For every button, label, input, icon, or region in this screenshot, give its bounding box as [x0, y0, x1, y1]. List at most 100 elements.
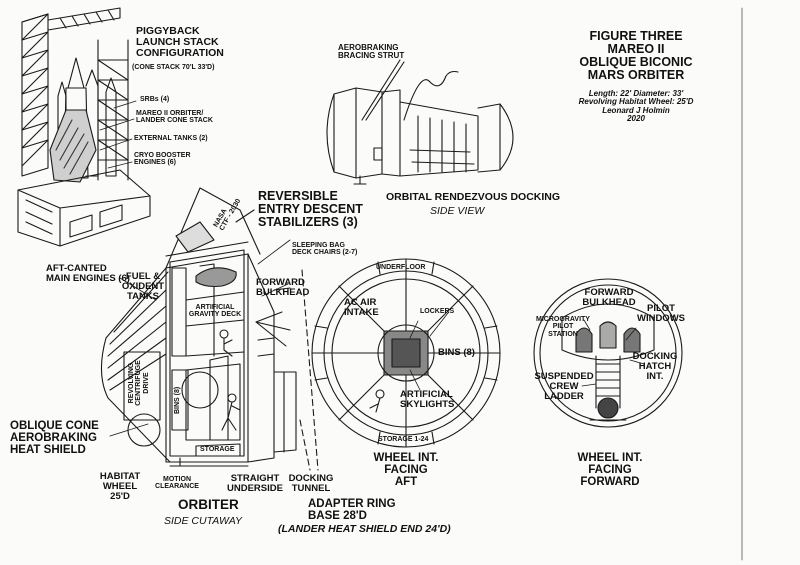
heat-shield-line-2: AEROBRAKING: [10, 432, 97, 445]
revolving-line-3: DRIVE: [142, 372, 150, 394]
motion-line-1: MOTION: [163, 476, 191, 483]
side-view-subtitle: SIDE VIEW: [430, 205, 485, 217]
straight-line-1: STRAIGHT: [230, 473, 280, 484]
aft-engines-line-1: AFT-CANTED: [46, 263, 107, 274]
wheel-forward-drawing: [533, 278, 683, 428]
stabilizers-line-2: ENTRY DESCENT: [258, 202, 363, 217]
motion-clearance-label: MOTION CLEARANCE: [152, 476, 202, 491]
revolving-line-2: CENTRIFUGE: [135, 360, 143, 406]
wf-bulkhead-line-1: FORWARD: [584, 287, 634, 298]
adapter-title: ADAPTER RING BASE 28'D: [308, 498, 396, 522]
stabilizers-line-3: STABILIZERS (3): [258, 215, 358, 230]
habitat-wheel-label: HABITAT WHEEL 25'D: [98, 472, 142, 502]
fuel-label: FUEL & OXIDENT TANKS: [118, 272, 168, 302]
crew-ladder-line-2: CREW: [549, 380, 579, 392]
habitat-wheel-line-2: WHEEL: [102, 480, 138, 492]
stabilizers-label: REVERSIBLE ENTRY DESCENT STABILIZERS (3): [258, 189, 363, 230]
adapter-line-2: BASE 28'D: [308, 510, 367, 523]
orbiter-subtitle: SIDE CUTAWAY: [164, 515, 242, 527]
heat-shield-label: OBLIQUE CONE AEROBRAKING HEAT SHIELD: [10, 420, 99, 456]
crew-ladder-line-3: LADDER: [544, 390, 584, 402]
pilot-windows-label: PILOT WINDOWS: [634, 304, 688, 324]
artificial-gravity-label: ARTIFICIAL GRAVITY DECK: [186, 304, 244, 319]
wheel-aft-title-line-2: FACING: [384, 464, 428, 477]
docking-tunnel-label: DOCKING TUNNEL: [286, 474, 336, 494]
crew-ladder-line-1: SUSPENDED: [534, 371, 594, 382]
docking-hatch-label: DOCKING HATCH INT.: [630, 352, 680, 382]
figure-year: 2020: [627, 114, 645, 124]
motion-line-2: CLEARANCE: [155, 483, 199, 491]
strut-line-1: AEROBRAKING: [338, 43, 399, 52]
forward-bulkhead-line-2: BULKHEAD: [256, 286, 310, 298]
figure-title-line-3: OBLIQUE BICONIC: [579, 55, 693, 70]
ac-air-line-2: INTAKE: [344, 306, 379, 318]
artificial-gravity-line-2: GRAVITY DECK: [188, 311, 242, 319]
figure-title-line-2: MAREO II: [607, 42, 665, 57]
launch-stack-title-line-2: LAUNCH STACK: [136, 36, 219, 49]
side-view-title: ORBITAL RENDEZVOUS DOCKING: [386, 191, 561, 203]
wheel-forward-bulkhead-label: FORWARD BULKHEAD: [580, 288, 638, 308]
pilot-windows-line-2: WINDOWS: [636, 312, 686, 324]
micrograv-line-3: STATION: [548, 330, 578, 338]
docking-hatch-line-3: INT.: [646, 370, 664, 382]
orbiter-stack-line-2: LANDER CONE STACK: [136, 117, 213, 125]
launch-stack-title-line-1: PIGGYBACK: [136, 25, 200, 37]
cryo-line-1: CRYO BOOSTER: [134, 152, 191, 159]
cutaway-bins-label: BINS (8): [174, 386, 181, 414]
figure-author: Leonard J Holmin: [602, 105, 670, 115]
cryo-line-2: ENGINES (6): [134, 159, 177, 167]
heat-shield-line-1: OBLIQUE CONE: [10, 420, 99, 432]
adapter-line-1: ADAPTER RING: [308, 498, 396, 510]
wheel-aft-title-line-3: AFT: [394, 476, 418, 489]
figure-spec-length: Length: 22' Diameter: 33': [588, 89, 684, 98]
fuel-line-2: OXIDENT: [121, 280, 165, 292]
wheel-aft-storage-label: STORAGE 1-24: [378, 436, 429, 443]
lockers-label: LOCKERS: [420, 308, 455, 315]
straight-line-2: UNDERSIDE: [227, 482, 283, 494]
forward-bulkhead-line-1: FORWARD: [256, 277, 305, 288]
cryo-label: CRYO BOOSTER ENGINES (6): [134, 152, 191, 167]
launch-stack-title: PIGGYBACK LAUNCH STACK CONFIGURATION: [136, 25, 224, 60]
figure-spec-wheel: Revolving Habitat Wheel: 25'D: [578, 97, 694, 107]
wf-bulkhead-line-2: BULKHEAD: [582, 296, 636, 308]
side-view-drawing: [326, 59, 514, 185]
crew-ladder-label: SUSPENDED CREW LADDER: [532, 372, 596, 402]
habitat-wheel-line-1: HABITAT: [99, 471, 141, 482]
launch-stack-subtitle: (CONE STACK 70'L 33'D): [132, 64, 215, 71]
revolving-label: REVOLVING CENTRIFUGE DRIVE: [128, 354, 150, 412]
micrograv-line-1: MICROGRAVITY: [536, 316, 590, 323]
sleeping-line-2: DECK CHAIRS (2-7): [292, 249, 358, 257]
figure-title-line-1: FIGURE THREE: [589, 29, 683, 43]
straight-underside-label: STRAIGHT UNDERSIDE: [224, 474, 286, 494]
ac-air-label: AC AIR INTAKE: [344, 298, 379, 318]
wheel-aft-bins-label: BINS (8): [438, 347, 475, 358]
external-tanks-label: EXTERNAL TANKS (2): [134, 135, 208, 142]
wheel-forward-title: WHEEL INT. FACING FORWARD: [560, 452, 660, 488]
figure-title: FIGURE THREE MAREO II OBLIQUE BICONIC MA…: [576, 29, 696, 83]
launch-stack-title-line-3: CONFIGURATION: [136, 47, 224, 60]
skylights-line-1: ARTIFICIAL: [400, 389, 453, 400]
wheel-forward-title-line-2: FACING: [588, 464, 632, 477]
fuel-line-3: TANKS: [126, 290, 160, 302]
orbiter-title: ORBITER: [178, 497, 239, 512]
docking-hatch-line-1: DOCKING: [632, 351, 678, 362]
artificial-gravity-line-1: ARTIFICIAL: [195, 304, 235, 311]
wheel-aft-title: WHEEL INT. FACING AFT: [356, 452, 456, 488]
adapter-subtitle: (LANDER HEAT SHIELD END 24'D): [278, 523, 451, 535]
orbiter-stack-line-1: MAREO II ORBITER/: [136, 110, 204, 117]
aft-engines-label: AFT-CANTED MAIN ENGINES (6): [46, 264, 130, 284]
micrograv-label: MICROGRAVITY PILOT STATION: [532, 316, 594, 338]
heat-shield-line-3: HEAT SHIELD: [10, 444, 86, 457]
cutaway-storage-label: STORAGE: [200, 446, 235, 453]
wheel-forward-title-line-1: WHEEL INT.: [577, 452, 643, 464]
micrograv-line-2: PILOT: [552, 323, 574, 331]
stabilizers-line-1: REVERSIBLE: [258, 189, 338, 203]
launch-stack-drawing: [17, 7, 151, 247]
cutaway-orbiter-drawing: [100, 187, 319, 471]
figure-title-line-4: MARS ORBITER: [587, 68, 685, 83]
docking-tunnel-line-1: DOCKING: [288, 473, 334, 484]
pilot-windows-line-1: PILOT: [647, 303, 675, 314]
ac-air-line-1: AC AIR: [344, 297, 377, 308]
orbiter-stack-label: MAREO II ORBITER/ LANDER CONE STACK: [136, 110, 213, 125]
leader-lines: [99, 100, 645, 437]
